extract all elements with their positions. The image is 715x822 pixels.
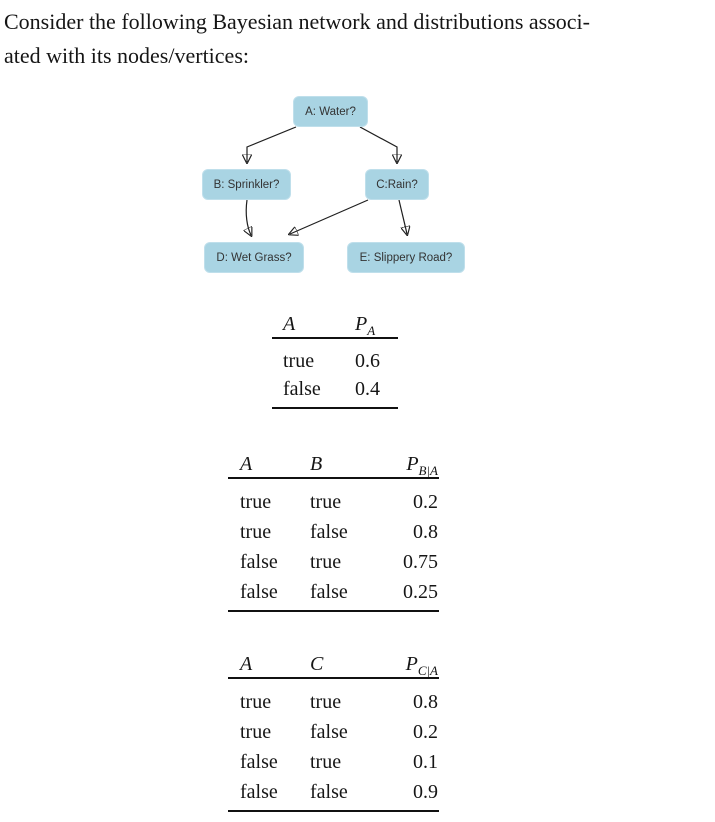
header-cell-a: A — [283, 312, 296, 335]
table-row: false false 0.9 — [228, 777, 439, 807]
table-row: false true 0.75 — [228, 547, 439, 577]
table-row: true 0.6 — [272, 347, 398, 375]
header-cell-pa: PA — [355, 312, 376, 338]
table-row: false 0.4 — [272, 375, 398, 403]
header-cell-a: A — [240, 452, 253, 475]
header-cell-b: B — [310, 452, 323, 475]
table-row: true false 0.2 — [228, 717, 439, 747]
node-b-sprinkler: B: Sprinkler? — [202, 169, 291, 200]
table-row: false true 0.1 — [228, 747, 439, 777]
node-d-wet-grass: D: Wet Grass? — [204, 242, 304, 273]
table-cell: false — [240, 550, 278, 573]
table-cell: false — [283, 377, 321, 400]
node-a-water: A: Water? — [293, 96, 368, 127]
table-cell: 0.8 — [413, 520, 438, 543]
problem-statement-line1: Consider the following Bayesian network … — [4, 9, 590, 34]
table-row: true true 0.2 — [228, 487, 439, 517]
table-cell: false — [240, 580, 278, 603]
header-cell-pca: PC|A — [405, 652, 438, 678]
table-cell: 0.8 — [413, 690, 438, 713]
table-rule — [272, 407, 398, 409]
table-cell: 0.2 — [413, 720, 438, 743]
conditional-table-b-given-a: A B PB|A true true 0.2 true false 0.8 fa… — [228, 451, 439, 612]
table-cell: true — [240, 690, 272, 713]
header-cell-c: C — [310, 652, 324, 675]
problem-statement: Consider the following Bayesian network … — [4, 5, 590, 73]
table-cell: 0.9 — [413, 780, 438, 803]
table-cell: 0.25 — [403, 580, 438, 603]
table-cell: 0.4 — [355, 377, 380, 400]
table-rule — [228, 610, 439, 612]
table-row: true false 0.8 — [228, 517, 439, 547]
node-e-slippery-road: E: Slippery Road? — [347, 242, 465, 273]
table-rule — [272, 337, 398, 339]
edge-c-to-d-arrow — [290, 199, 369, 234]
edge-b-to-d-arrow — [246, 199, 251, 235]
table-cell: true — [310, 690, 342, 713]
table-row: false false 0.25 — [228, 577, 439, 607]
table-header-row: A B PB|A — [228, 451, 439, 477]
table-rule — [228, 477, 439, 479]
table-cell: false — [310, 720, 348, 743]
header-cell-a: A — [240, 652, 253, 675]
table-cell: false — [240, 750, 278, 773]
table-cell: true — [283, 349, 315, 372]
table-cell: true — [240, 520, 272, 543]
table-cell: true — [310, 490, 342, 513]
table-rule — [228, 810, 439, 812]
edge-a-to-b-arrow — [247, 126, 297, 162]
prior-table-a: A PA true 0.6 false 0.4 — [272, 311, 398, 409]
table-cell: false — [310, 780, 348, 803]
table-rule — [228, 677, 439, 679]
table-cell: false — [310, 580, 348, 603]
table-cell: false — [240, 780, 278, 803]
table-row: true true 0.8 — [228, 687, 439, 717]
problem-statement-line2: ated with its nodes/vertices: — [4, 43, 249, 68]
edge-a-to-c-arrow — [359, 126, 397, 162]
table-cell: 0.2 — [413, 490, 438, 513]
edge-c-to-e-arrow — [398, 199, 407, 234]
table-cell: 0.6 — [355, 349, 380, 372]
table-cell: true — [310, 550, 342, 573]
table-cell: true — [240, 490, 272, 513]
table-cell: 0.1 — [413, 750, 438, 773]
table-header-row: A PA — [272, 311, 398, 337]
table-cell: false — [310, 520, 348, 543]
node-c-rain: C:Rain? — [365, 169, 429, 200]
conditional-table-c-given-a: A C PC|A true true 0.8 true false 0.2 fa… — [228, 651, 439, 812]
table-cell: true — [310, 750, 342, 773]
header-cell-pba: PB|A — [406, 452, 438, 478]
table-header-row: A C PC|A — [228, 651, 439, 677]
table-cell: 0.75 — [403, 550, 438, 573]
table-cell: true — [240, 720, 272, 743]
